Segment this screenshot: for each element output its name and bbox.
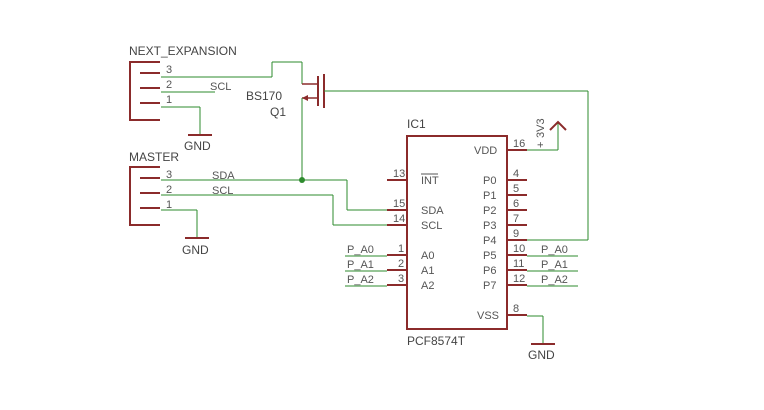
net-label-p-a2-left: P_A2 [347, 274, 374, 286]
transistor-ref-label: Q1 [270, 105, 286, 119]
gnd-symbol-vss: GND [527, 315, 555, 362]
supply-3v3: + 3V3 [527, 118, 567, 151]
ic-pin-name: SDA [421, 205, 444, 217]
ic-pin-name: VSS [477, 310, 499, 322]
net-label-p-a0-left: P_A0 [347, 244, 374, 256]
ic-pin-name: P0 [483, 175, 496, 187]
supply-label: 3V3 [535, 118, 547, 138]
ic-pin-name: VDD [474, 145, 497, 157]
ic-pin-name: A0 [421, 250, 434, 262]
net-label-p-a0-right: P_A0 [541, 244, 568, 256]
gnd-symbol-middle: GND [161, 209, 209, 257]
ic-pin-name: INT [421, 175, 439, 187]
master-sda-label: SDA [212, 170, 235, 182]
ic-pin-number: 14 [393, 213, 405, 225]
next-expansion-connector: NEXT_EXPANSION 3 2 1 SCL [129, 44, 237, 121]
next-expansion-pin-number: 1 [166, 94, 172, 106]
master-pin-number: 3 [166, 169, 172, 181]
net-label-p-a2-right: P_A2 [541, 274, 568, 286]
transistor-part-label: BS170 [246, 89, 282, 103]
ic-pin-name: P4 [483, 235, 496, 247]
right-address-nets: P_A0 P_A1 P_A2 [527, 244, 578, 287]
ic-pin-name: P2 [483, 205, 496, 217]
next-expansion-label: NEXT_EXPANSION [129, 44, 237, 58]
master-pin-number: 2 [166, 184, 172, 196]
next-expansion-body [129, 61, 160, 121]
next-expansion-pin-number: 2 [166, 79, 172, 91]
master-connector: MASTER 3 2 1 SDA SCL [129, 150, 235, 226]
gnd-label: GND [528, 348, 555, 362]
ic1: IC1 PCF8574T 13 INT 15 SDA 14 SCL 1 A0 2… [387, 117, 527, 348]
ic-pin-name: P3 [483, 220, 496, 232]
supply-arrow-icon [549, 120, 567, 131]
ic-pin-number: 5 [513, 183, 519, 195]
gnd-symbol-top: GND [161, 106, 212, 153]
ic-pin-number: 11 [513, 258, 524, 270]
ic-pin-number: 7 [513, 213, 519, 225]
left-address-nets: P_A0 P_A1 P_A2 [345, 244, 387, 287]
ic-pin-name: P7 [483, 280, 496, 292]
transistor-arrow [302, 95, 308, 101]
ic-pin-number: 2 [398, 258, 404, 270]
ic-pin-number: 10 [513, 243, 525, 255]
master-label: MASTER [129, 150, 179, 164]
ic-pin-name: P1 [483, 190, 496, 202]
transistor-q1: BS170 Q1 [246, 74, 325, 119]
ic-pin-number: 13 [393, 168, 405, 180]
ic-pin-name: A1 [421, 265, 434, 277]
ic-pin-number: 12 [513, 273, 525, 285]
ic-pin-name: A2 [421, 280, 434, 292]
ic-ref-label: IC1 [407, 117, 426, 131]
master-pin-number: 1 [166, 199, 172, 211]
ic-pin-name: SCL [421, 220, 442, 232]
ic-pin-number: 6 [513, 198, 519, 210]
junction-dot [299, 177, 305, 183]
ic-pin-number: 1 [398, 243, 404, 255]
next-expansion-pin-number: 3 [166, 64, 172, 76]
supply-plus: + [535, 142, 547, 148]
ic-body [406, 135, 508, 330]
ic-part-label: PCF8574T [407, 334, 466, 348]
ic-pin-number: 16 [513, 138, 525, 150]
ic-pin-name: P5 [483, 250, 496, 262]
ic-pin-name: P6 [483, 265, 496, 277]
master-body [129, 166, 160, 226]
net-label-p-a1-right: P_A1 [541, 259, 568, 271]
master-scl-label: SCL [212, 185, 233, 197]
ic-pin-number: 8 [513, 303, 519, 315]
gnd-label: GND [182, 243, 209, 257]
gnd-label: GND [184, 139, 211, 153]
ic-pin-number: 15 [393, 198, 405, 210]
ic-pin-number: 9 [513, 228, 519, 240]
net-label-p-a1-left: P_A1 [347, 259, 374, 271]
ic-pin-number: 4 [513, 168, 519, 180]
ic-pin-number: 3 [398, 273, 404, 285]
next-expansion-scl-label: SCL [210, 81, 231, 93]
